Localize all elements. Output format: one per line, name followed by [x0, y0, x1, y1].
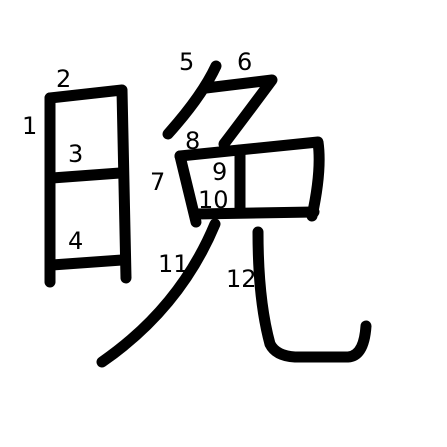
stroke-number-12: 12: [226, 265, 257, 293]
stroke-number-3: 3: [68, 140, 83, 168]
stroke-number-8: 8: [185, 127, 200, 155]
stroke-3: [46, 167, 126, 184]
stroke-number-6: 6: [237, 48, 252, 76]
stroke-number-2: 2: [56, 65, 71, 93]
stroke-number-5: 5: [179, 48, 194, 76]
stroke-10: [190, 206, 320, 220]
stroke-2: [44, 84, 132, 284]
stroke-11: [96, 218, 221, 368]
stroke-6: [200, 74, 278, 150]
stroke-number-7: 7: [150, 168, 165, 196]
stroke-number-1: 1: [22, 112, 37, 140]
stroke-5: [162, 60, 222, 140]
stroke-8: [174, 136, 325, 222]
stroke-4: [46, 254, 128, 271]
stroke-12: [252, 226, 372, 363]
stroke-number-4: 4: [68, 227, 83, 255]
stroke-number-10: 10: [198, 186, 229, 214]
stroke-number-9: 9: [212, 158, 227, 186]
stroke-number-11: 11: [158, 250, 189, 278]
